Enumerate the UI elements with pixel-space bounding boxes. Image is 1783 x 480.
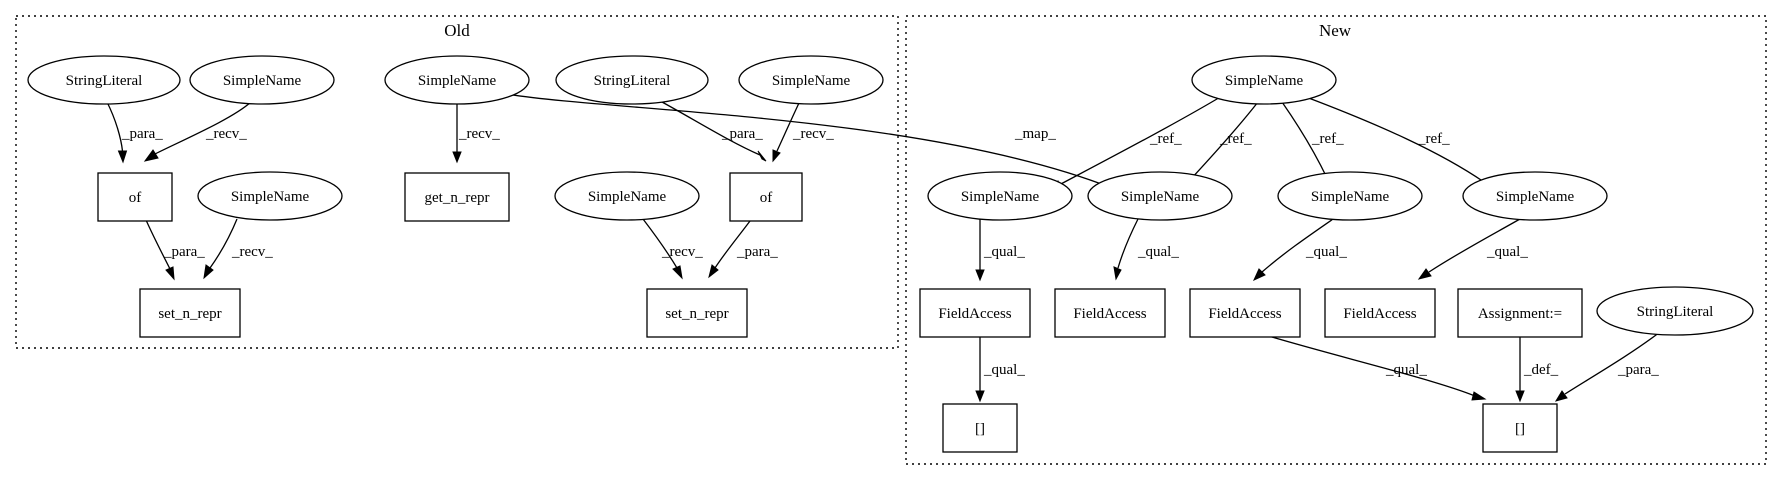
edge-o_of2-o_set2: _para_ bbox=[708, 220, 778, 279]
edge-n_sn_b-n_fa_b: _qual_ bbox=[1113, 218, 1179, 281]
node-label: SimpleName bbox=[1225, 73, 1304, 89]
edge-label: _qual_ bbox=[1385, 362, 1427, 378]
node-label: get_n_repr bbox=[425, 190, 490, 206]
node-n_sn_c: SimpleName bbox=[1277, 171, 1423, 221]
edge-label: _para_ bbox=[736, 244, 778, 260]
edge-label: _qual_ bbox=[983, 244, 1025, 260]
edge-o_sn4-o_set2: _recv_ bbox=[642, 218, 703, 280]
edge-label: _recv_ bbox=[205, 126, 247, 142]
node-n_idx1: [] bbox=[942, 403, 1018, 453]
node-label: [] bbox=[1515, 421, 1525, 437]
node-o_get: get_n_repr bbox=[404, 172, 510, 222]
edge-o_sn_get-o_get: _recv_ bbox=[452, 102, 500, 164]
cluster-old-border bbox=[15, 15, 899, 349]
node-label: SimpleName bbox=[1496, 189, 1575, 205]
edge-label: _qual_ bbox=[1486, 244, 1528, 260]
edge-label: _para_ bbox=[163, 244, 205, 260]
edge-n_fa_c-n_idx2: _qual_ bbox=[1254, 331, 1487, 401]
edge-label: _qual_ bbox=[1137, 244, 1179, 260]
node-label: FieldAccess bbox=[1208, 306, 1281, 322]
node-label: SimpleName bbox=[772, 73, 851, 89]
node-label: [] bbox=[975, 421, 985, 437]
node-n_sn_b: SimpleName bbox=[1087, 171, 1233, 221]
node-o_set1: set_n_repr bbox=[139, 288, 241, 338]
edge-label: _map_ bbox=[1014, 126, 1056, 142]
cluster-old-label: Old bbox=[444, 21, 470, 40]
node-n_sn_d: SimpleName bbox=[1462, 171, 1608, 221]
node-o_sn3: SimpleName bbox=[738, 55, 884, 105]
edge-o_of1-o_set1: _para_ bbox=[145, 219, 205, 281]
edge-label: _para_ bbox=[121, 126, 163, 142]
edge-label: _recv_ bbox=[231, 244, 273, 260]
node-o_sn1: SimpleName bbox=[189, 55, 335, 105]
edge-label: _para_ bbox=[1617, 362, 1659, 378]
node-label: StringLiteral bbox=[594, 73, 671, 89]
node-n_fa_d: FieldAccess bbox=[1324, 288, 1436, 338]
node-label: SimpleName bbox=[223, 73, 302, 89]
edge-o_sn3-o_of2: _recv_ bbox=[772, 102, 834, 163]
node-n_sn_top: SimpleName bbox=[1191, 55, 1337, 105]
edge-label: _ref_ bbox=[1219, 131, 1252, 147]
node-n_fa_b: FieldAccess bbox=[1054, 288, 1166, 338]
node-n_sn_a: SimpleName bbox=[927, 171, 1073, 221]
edge-label: _ref_ bbox=[1311, 131, 1344, 147]
node-label: SimpleName bbox=[588, 189, 667, 205]
node-label: SimpleName bbox=[418, 73, 497, 89]
node-n_idx2: [] bbox=[1482, 403, 1558, 453]
edge-o_sn2-o_set1: _recv_ bbox=[203, 218, 273, 280]
node-label: set_n_repr bbox=[665, 306, 728, 322]
edge-n_assign-n_idx2: _def_ bbox=[1515, 332, 1559, 403]
edge-label: _recv_ bbox=[458, 126, 500, 142]
edge-o_str2-o_of2: _para_ bbox=[661, 101, 767, 162]
node-label: SimpleName bbox=[961, 189, 1040, 205]
node-o_of2: of bbox=[729, 172, 803, 222]
edge-n_fa_a-n_idx1: _qual_ bbox=[975, 332, 1025, 403]
edge-label: _recv_ bbox=[792, 126, 834, 142]
cluster-new: New bbox=[905, 15, 1767, 465]
node-label: SimpleName bbox=[1311, 189, 1390, 205]
node-label: SimpleName bbox=[231, 189, 310, 205]
node-label: set_n_repr bbox=[158, 306, 221, 322]
node-label: FieldAccess bbox=[1073, 306, 1146, 322]
node-label: Assignment:= bbox=[1478, 306, 1562, 322]
edge-label: _qual_ bbox=[1305, 244, 1347, 260]
edge-label: _def_ bbox=[1523, 362, 1559, 378]
node-label: StringLiteral bbox=[1637, 304, 1714, 320]
edge-label: _para_ bbox=[721, 126, 763, 142]
cluster-new-label: New bbox=[1319, 21, 1352, 40]
edge-n_sn_c-n_fa_c: _qual_ bbox=[1252, 216, 1347, 282]
cluster-old: Old bbox=[15, 15, 899, 349]
node-o_sn2: SimpleName bbox=[197, 171, 343, 221]
node-label: FieldAccess bbox=[938, 306, 1011, 322]
edge-label: _recv_ bbox=[661, 244, 703, 260]
node-label: of bbox=[129, 190, 142, 206]
node-o_str1: StringLiteral bbox=[27, 55, 181, 105]
node-n_str: StringLiteral bbox=[1596, 286, 1754, 336]
node-n_fa_a: FieldAccess bbox=[919, 288, 1031, 338]
node-o_str2: StringLiteral bbox=[555, 55, 709, 105]
node-label: FieldAccess bbox=[1343, 306, 1416, 322]
edge-n_sn_a-n_fa_a: _qual_ bbox=[975, 219, 1025, 282]
node-n_fa_c: FieldAccess bbox=[1189, 288, 1301, 338]
node-label: SimpleName bbox=[1121, 189, 1200, 205]
node-o_sn_get: SimpleName bbox=[384, 55, 530, 105]
edge-label: _ref_ bbox=[1149, 131, 1182, 147]
node-label: of bbox=[760, 190, 773, 206]
node-n_assign: Assignment:= bbox=[1457, 288, 1583, 338]
edge-label: _qual_ bbox=[983, 362, 1025, 378]
edge-label: _ref_ bbox=[1417, 131, 1450, 147]
node-o_of1: of bbox=[97, 172, 173, 222]
edge-n_str-n_idx2: _para_ bbox=[1554, 331, 1661, 402]
node-o_set2: set_n_repr bbox=[646, 288, 748, 338]
node-label: StringLiteral bbox=[66, 73, 143, 89]
node-o_sn4: SimpleName bbox=[554, 171, 700, 221]
edge-n_sn_d-n_fa_d: _qual_ bbox=[1417, 218, 1528, 280]
edge-o_sn1-o_of1: _recv_ bbox=[143, 101, 252, 162]
edge-o_str1-o_of1: _para_ bbox=[106, 101, 163, 164]
